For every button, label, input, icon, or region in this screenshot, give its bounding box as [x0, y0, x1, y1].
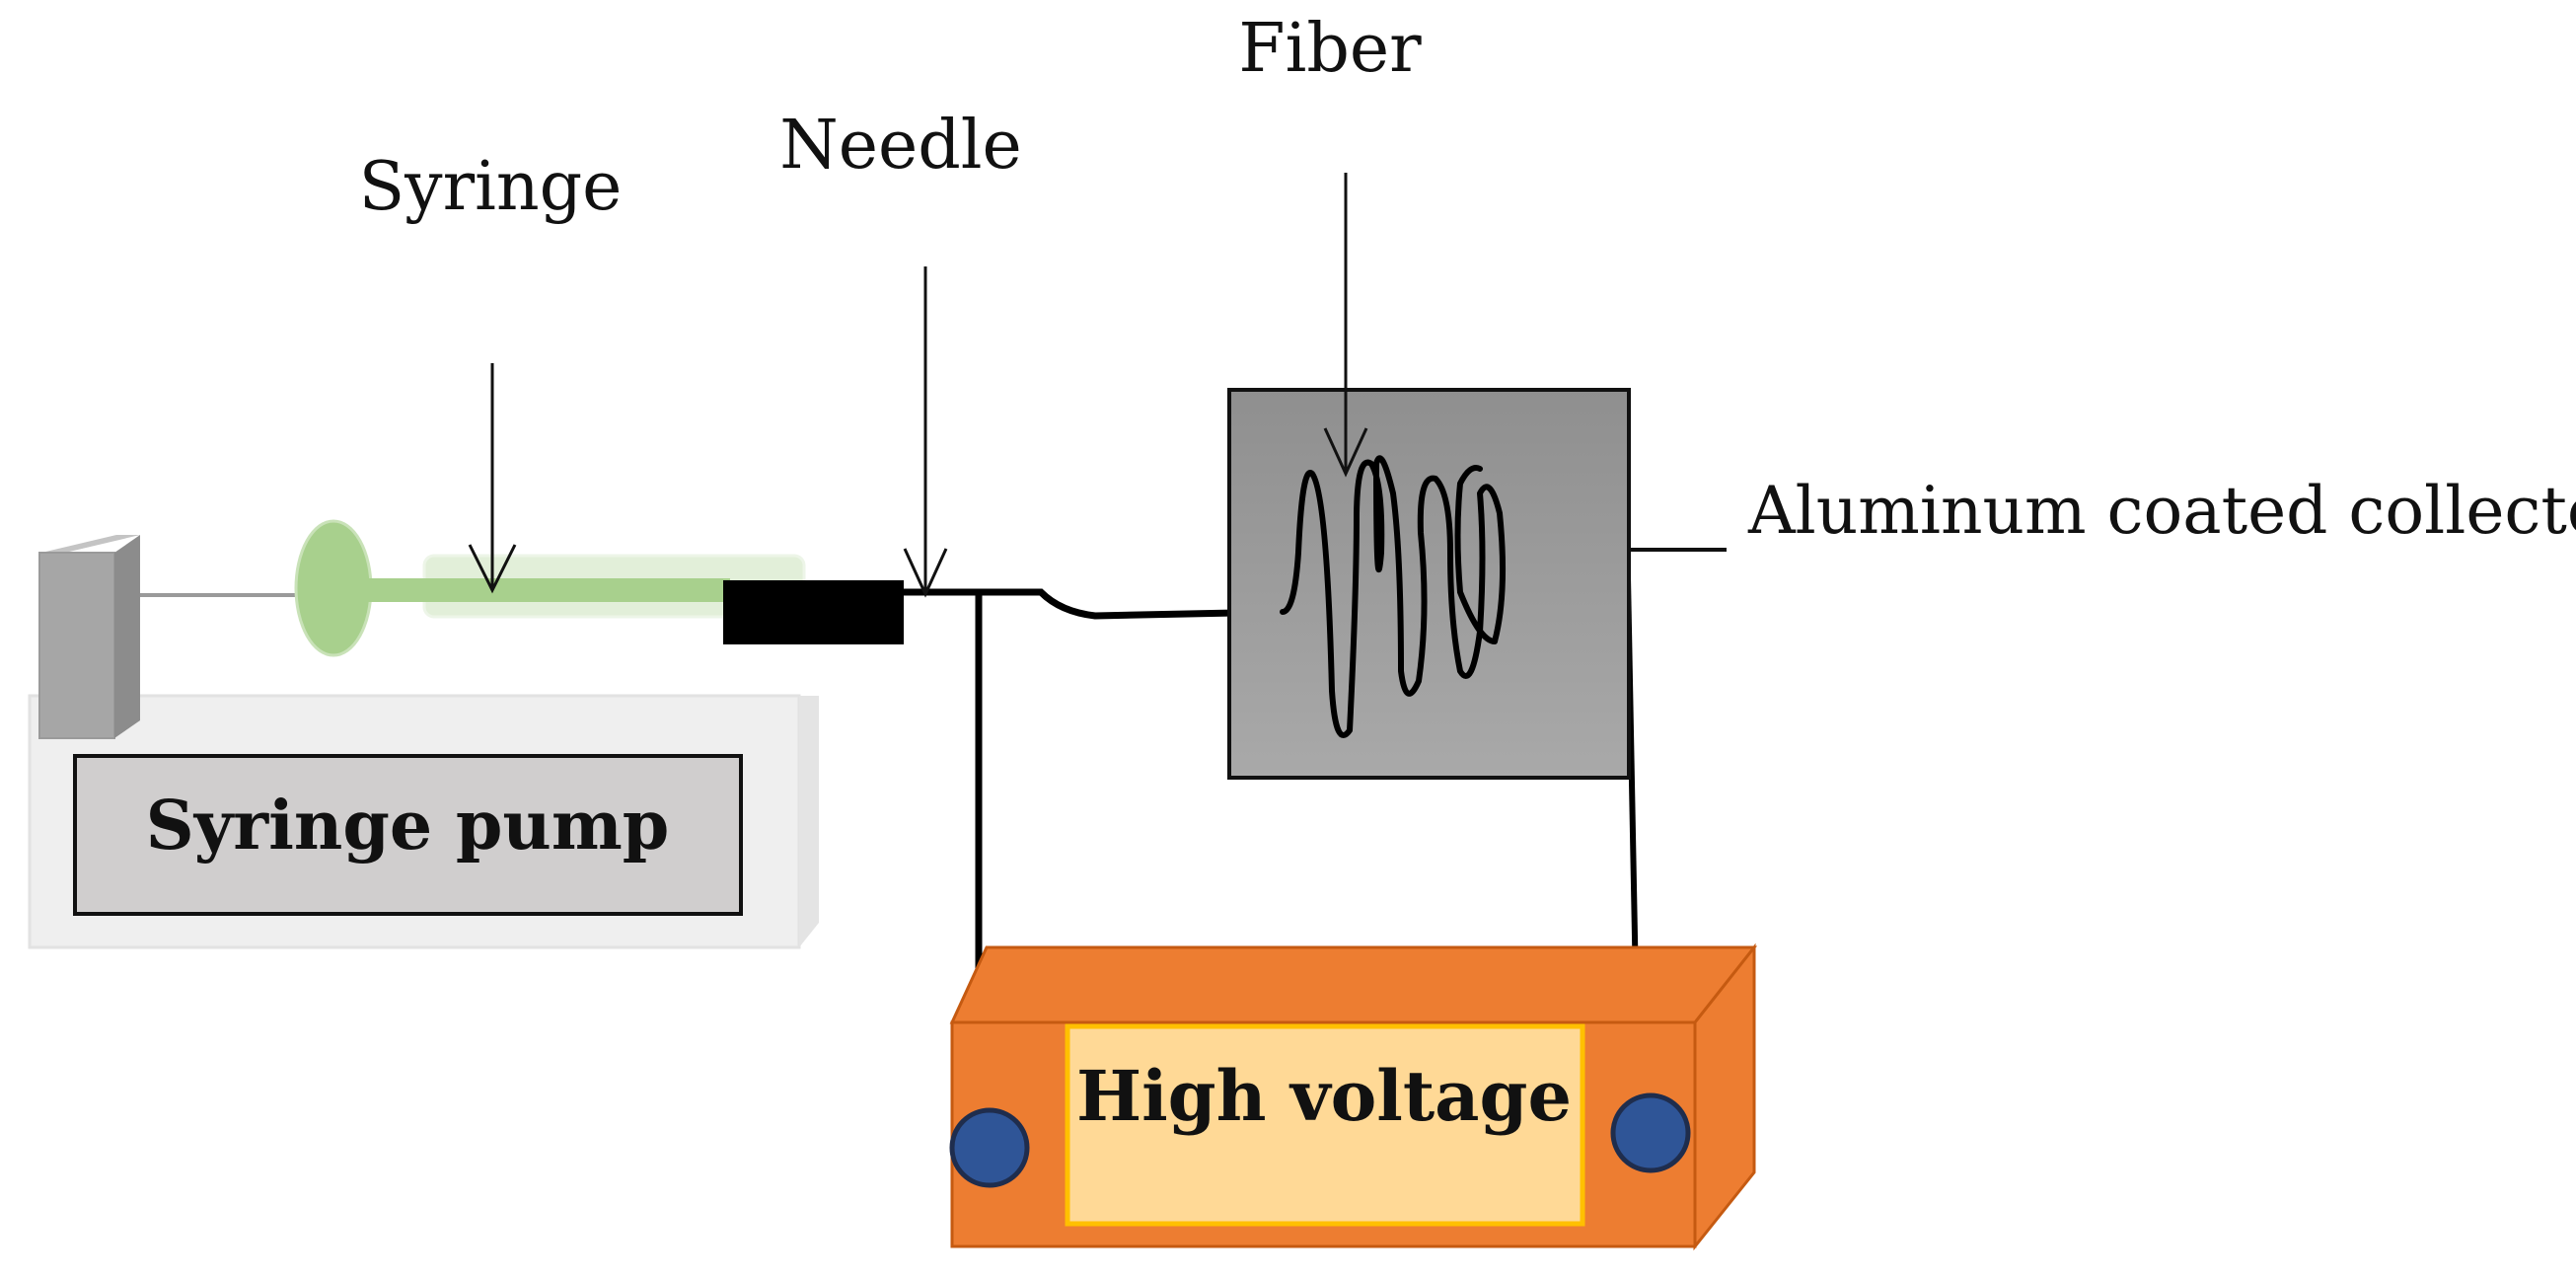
- pump-block-side: [114, 535, 140, 738]
- voltage-box-top: [949, 945, 1758, 1024]
- pump-block-top: [41, 535, 140, 553]
- collector-label: Aluminum coated collector: [1747, 473, 2576, 549]
- pump-base-side: [799, 696, 819, 947]
- syringe: [140, 519, 904, 657]
- syringe-pump: Syringe pump: [28, 535, 819, 949]
- syringe-arrow: [468, 363, 517, 594]
- syringe-label: Syringe: [359, 148, 623, 226]
- fiber-label: Fiber: [1238, 10, 1422, 88]
- needle-wire: [904, 588, 1284, 620]
- needle-hub: [723, 580, 904, 644]
- plunger-head: [294, 519, 373, 657]
- collector-terminal: [1610, 1092, 1691, 1173]
- voltage-label: High voltage: [1076, 1055, 1572, 1137]
- syringe-plunger: [365, 578, 730, 602]
- fiber-arrow: [1323, 173, 1368, 478]
- high-voltage-supply: High voltage: [949, 942, 1758, 1251]
- annotations: Syringe Needle Fiber Aluminum coated col…: [359, 10, 2576, 598]
- fiber-coil: [1280, 455, 1507, 738]
- collector-plate: [1227, 388, 1631, 780]
- needle-arrow: [903, 266, 948, 598]
- pump-block: [38, 552, 115, 739]
- needle-terminal: [949, 1107, 1030, 1188]
- pump-label: Syringe pump: [146, 787, 670, 866]
- voltage-panel: [1065, 1023, 1585, 1227]
- pump-panel: [73, 754, 743, 916]
- voltage-box-side: [1693, 942, 1756, 1251]
- collector: [1227, 388, 1727, 780]
- needle-label: Needle: [779, 107, 1022, 185]
